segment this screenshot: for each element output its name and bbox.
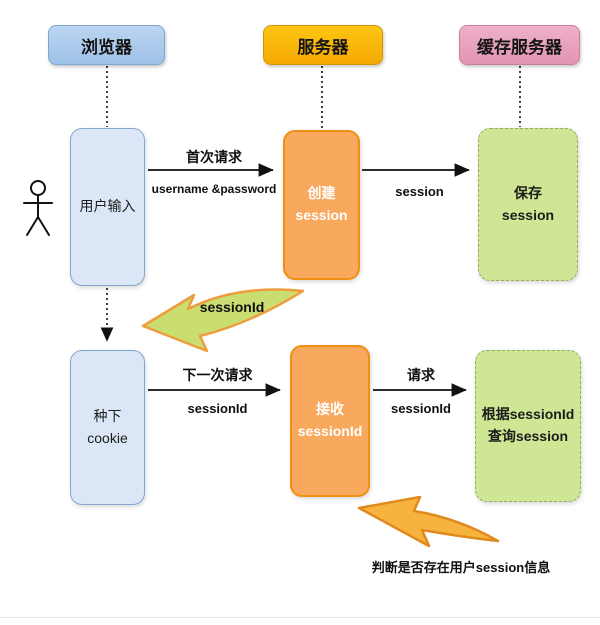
node-receive-sessionid: 接收 sessionId: [290, 345, 370, 497]
header-server: 服务器: [263, 25, 383, 65]
label-request: 请求: [407, 367, 435, 383]
node-save-session: 保存 session: [478, 128, 578, 281]
node-query-session: 根据sessionId 查询session: [475, 350, 581, 502]
label-first-request: 首次请求: [186, 149, 242, 165]
header-cache-server: 缓存服务器: [459, 25, 580, 65]
label-username-password: username &password: [151, 182, 277, 196]
user-actor-icon: [23, 180, 53, 236]
node-plant-cookie: 种下 cookie: [70, 350, 145, 505]
node-create-session: 创建 session: [283, 130, 360, 280]
label-sessionid-return: sessionId: [199, 299, 265, 315]
node-user-input: 用户输入: [70, 128, 145, 286]
curved-arrow-judge: [357, 495, 500, 548]
header-browser: 浏览器: [48, 25, 165, 65]
curved-arrow-sessionid-return: [141, 288, 305, 353]
label-request-sessionid: sessionId: [391, 401, 451, 416]
label-judge-note: 判断是否存在用户session信息: [371, 560, 551, 575]
label-next-request: 下一次请求: [182, 367, 253, 383]
bottom-divider: [0, 617, 600, 618]
label-next-sessionid: sessionId: [187, 401, 248, 416]
label-session: session: [395, 184, 444, 199]
